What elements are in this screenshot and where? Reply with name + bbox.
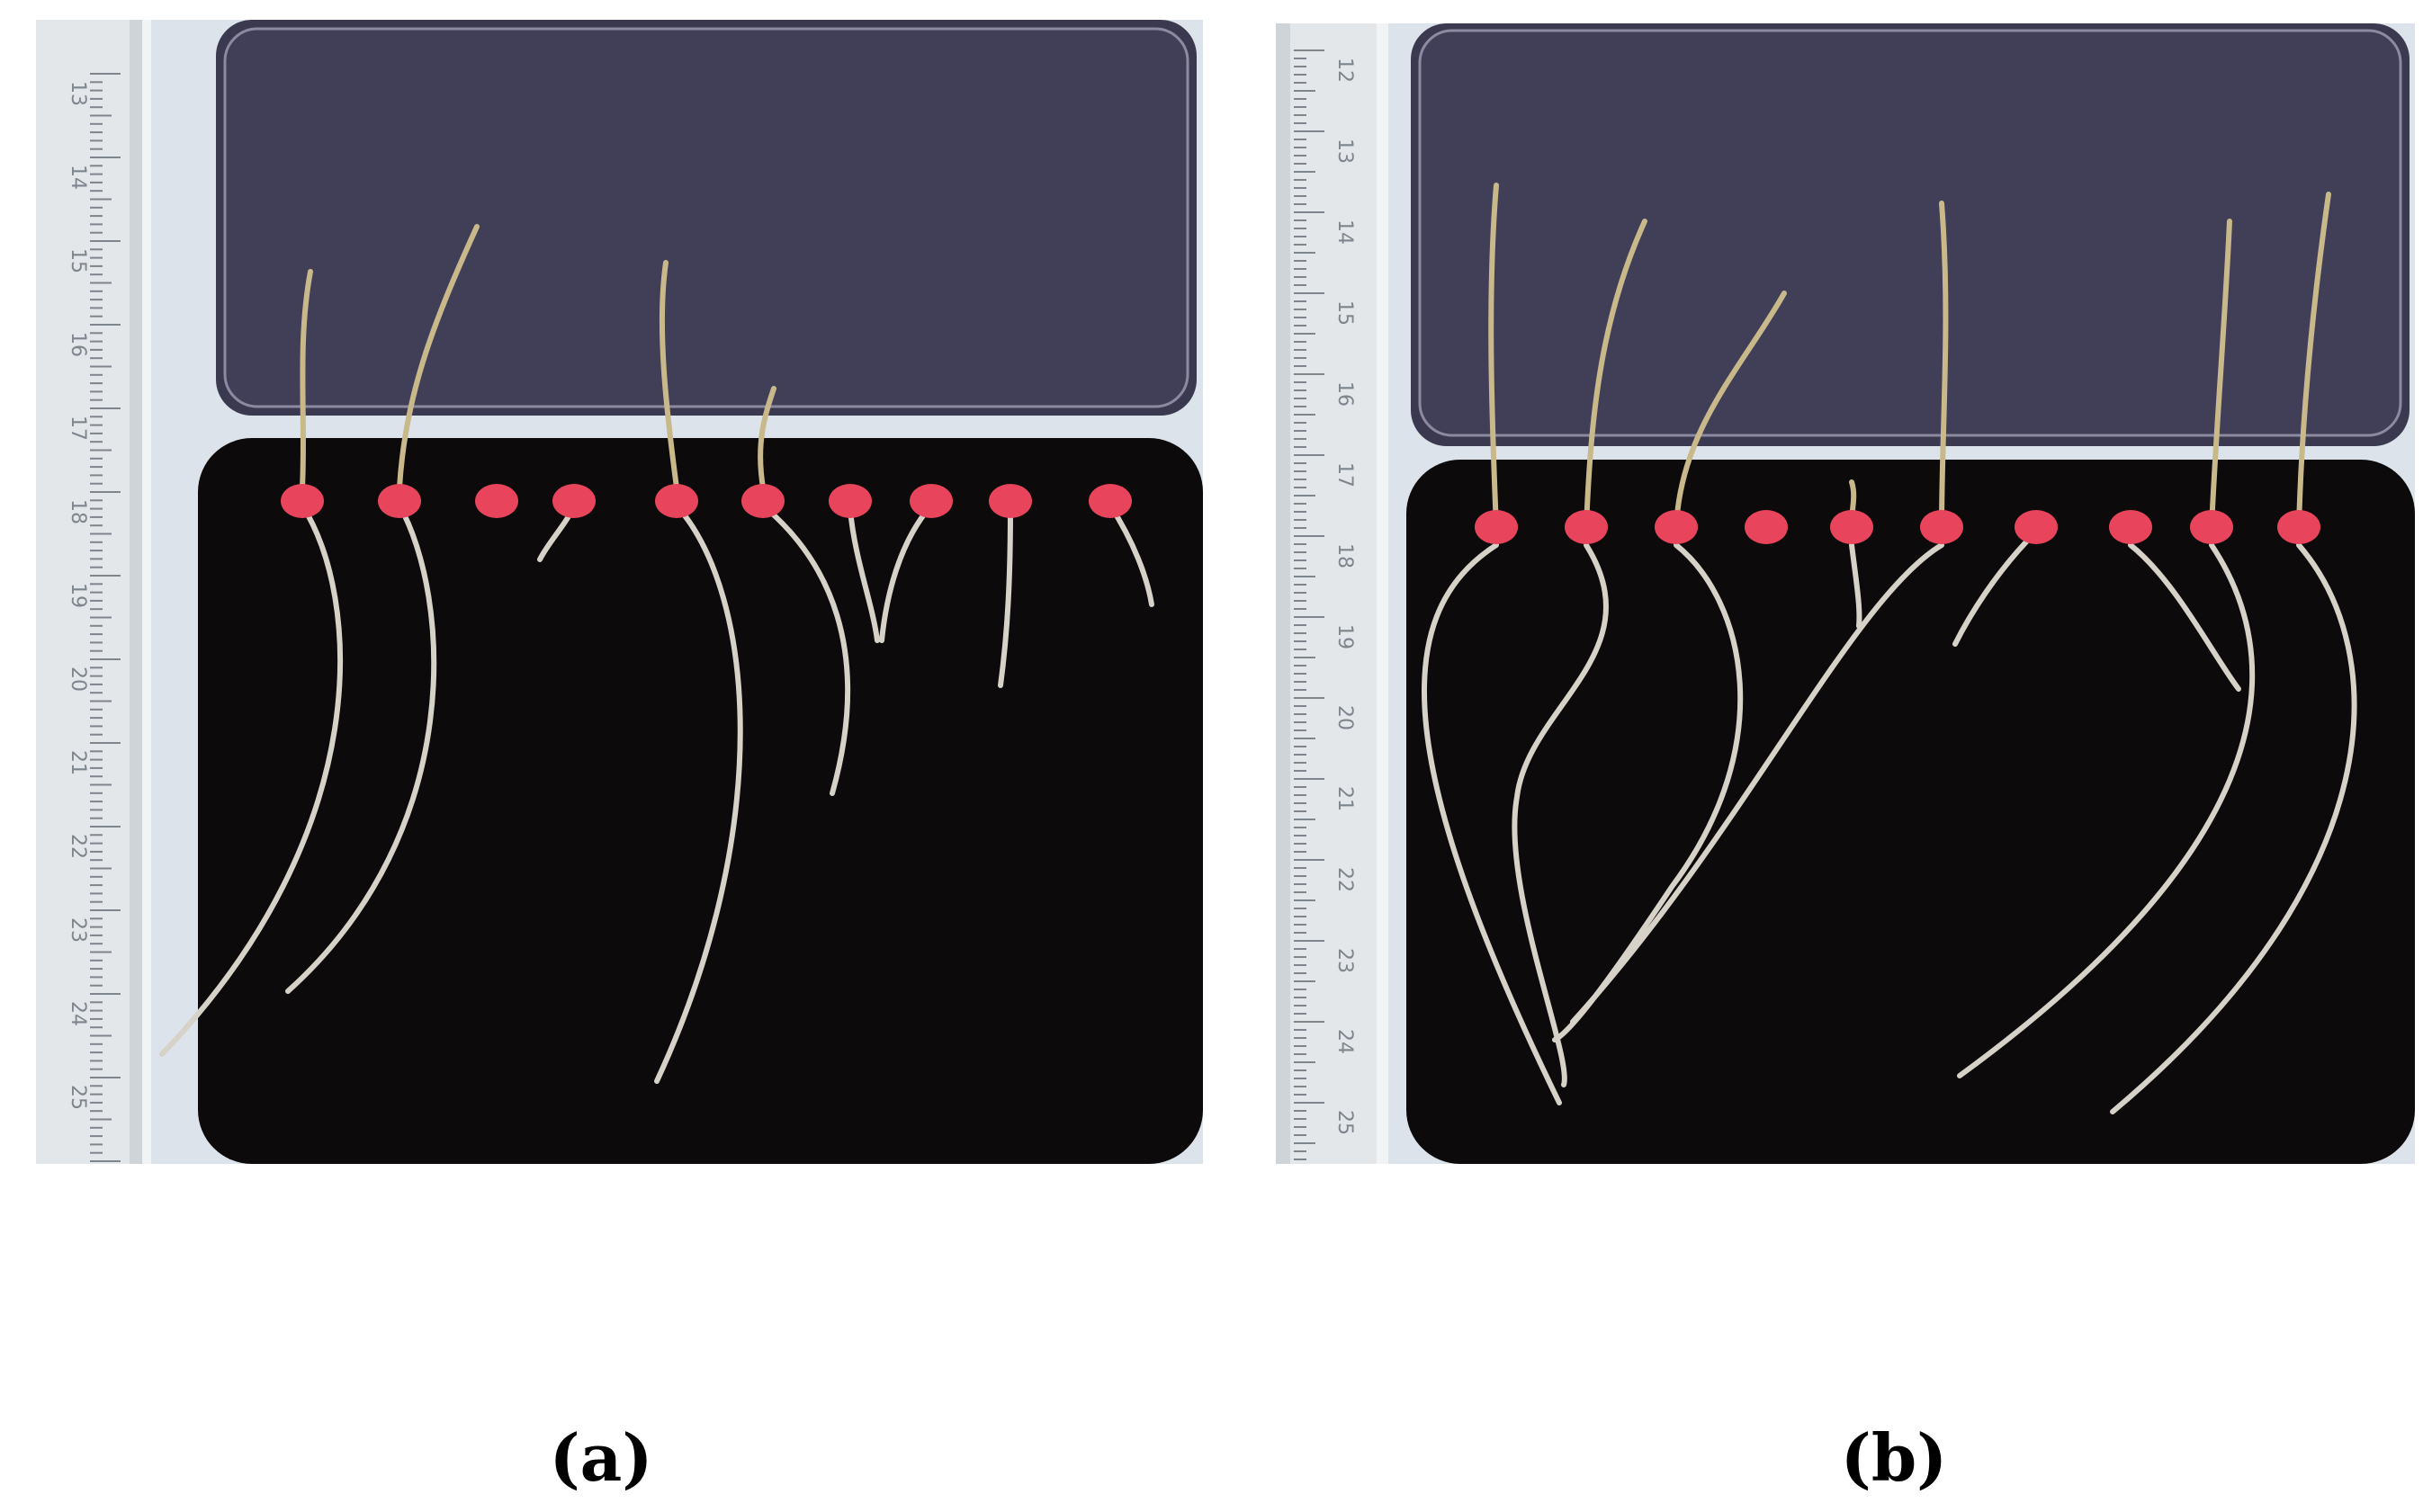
ruler-label: 19: [67, 583, 89, 608]
seedling-root: [2110, 542, 2357, 1114]
seed: [1475, 510, 1518, 544]
panel-caption-b: (b): [1840, 1419, 1948, 1496]
seedling-shoot: [300, 269, 313, 490]
seed: [552, 484, 596, 518]
seedling-shoot: [397, 224, 480, 490]
ruler-label: 20: [1333, 705, 1356, 730]
ruler-label: 22: [67, 834, 89, 859]
ruler-label: 25: [1333, 1110, 1356, 1135]
seedling-root: [1849, 542, 1862, 629]
seed: [829, 484, 872, 518]
ruler-label: 23: [67, 917, 89, 943]
seed: [1920, 510, 1963, 544]
ruler-label: 13: [67, 81, 89, 106]
seedling-root: [159, 503, 344, 1057]
ruler-a: 13 14 15 16 17 18 19 20 21 22 23 24 25: [36, 20, 142, 1164]
seedling-root: [1952, 529, 2039, 647]
seedling-root: [2128, 542, 2241, 692]
seed: [1830, 510, 1873, 544]
ruler-b: 12 13 14 15 16 17 18 19 20 21 22 23 24 25: [1276, 23, 1377, 1164]
ruler-label: 15: [67, 248, 89, 273]
seed: [1745, 510, 1788, 544]
seedling-shoot: [758, 386, 776, 490]
seed: [2277, 510, 2320, 544]
ruler-label: 20: [67, 667, 89, 692]
seed: [378, 484, 421, 518]
seedling-root: [998, 507, 1013, 688]
seed: [655, 484, 698, 518]
ruler-label: 14: [67, 165, 89, 190]
seedling-shoot: [1939, 201, 1949, 530]
seedling-root: [285, 503, 437, 994]
ruler-label: 13: [1333, 139, 1356, 164]
seed: [910, 484, 953, 518]
seedling-root: [879, 503, 934, 643]
seedling-shoot: [2209, 219, 2232, 530]
ruler-label: 17: [67, 416, 89, 441]
ruler-label: 22: [1333, 867, 1356, 892]
ruler-label: 18: [67, 499, 89, 524]
ruler-label: 15: [1333, 300, 1356, 326]
ruler-label: 14: [1333, 219, 1356, 245]
seed: [1565, 510, 1608, 544]
seedling-photo-a: 13 14 15 16 17 18 19 20 21 22 23 24 25: [36, 20, 1203, 1164]
seed: [989, 484, 1032, 518]
seed: [1655, 510, 1698, 544]
seed: [741, 484, 785, 518]
ruler-label: 21: [67, 750, 89, 775]
ruler-label: 16: [67, 332, 89, 357]
ruler-label: 19: [1333, 624, 1356, 649]
photo-panel-b: 12 13 14 15 16 17 18 19 20 21 22 23 24 25: [1276, 23, 2415, 1164]
ruler-label: 17: [1333, 462, 1356, 488]
ruler-label: 16: [1333, 381, 1356, 407]
seedling-shoot: [1674, 291, 1787, 530]
seedling-root: [1570, 542, 1944, 1024]
ruler-label: 21: [1333, 786, 1356, 811]
ruler-label: 23: [1333, 948, 1356, 973]
seed: [2109, 510, 2152, 544]
seedling-root: [848, 507, 880, 643]
seed: [2190, 510, 2233, 544]
photo-panel-a: 13 14 15 16 17 18 19 20 21 22 23 24 25: [36, 20, 1203, 1164]
seed: [1089, 484, 1132, 518]
seedling-shoot: [1488, 183, 1499, 530]
seedling-root: [1421, 542, 1562, 1105]
seedling-root: [1957, 542, 2256, 1078]
seed: [2015, 510, 2058, 544]
seed: [475, 484, 518, 518]
seedling-shoot: [1584, 219, 1647, 530]
seedling-root: [654, 503, 743, 1084]
seedling-root: [760, 503, 851, 796]
seedling-shoot: [2296, 192, 2331, 530]
ruler-label: 12: [1333, 58, 1356, 83]
seedling-shoot: [659, 260, 679, 490]
seedling-root: [1512, 542, 1609, 1087]
ruler-label: 18: [1333, 543, 1356, 568]
ruler-label: 25: [67, 1085, 89, 1110]
seed: [281, 484, 324, 518]
ruler-label: 24: [67, 1001, 89, 1026]
seedling-photo-b: 12 13 14 15 16 17 18 19 20 21 22 23 24 25: [1276, 23, 2415, 1164]
ruler-label: 24: [1333, 1029, 1356, 1054]
panel-caption-a: (a): [549, 1419, 653, 1496]
